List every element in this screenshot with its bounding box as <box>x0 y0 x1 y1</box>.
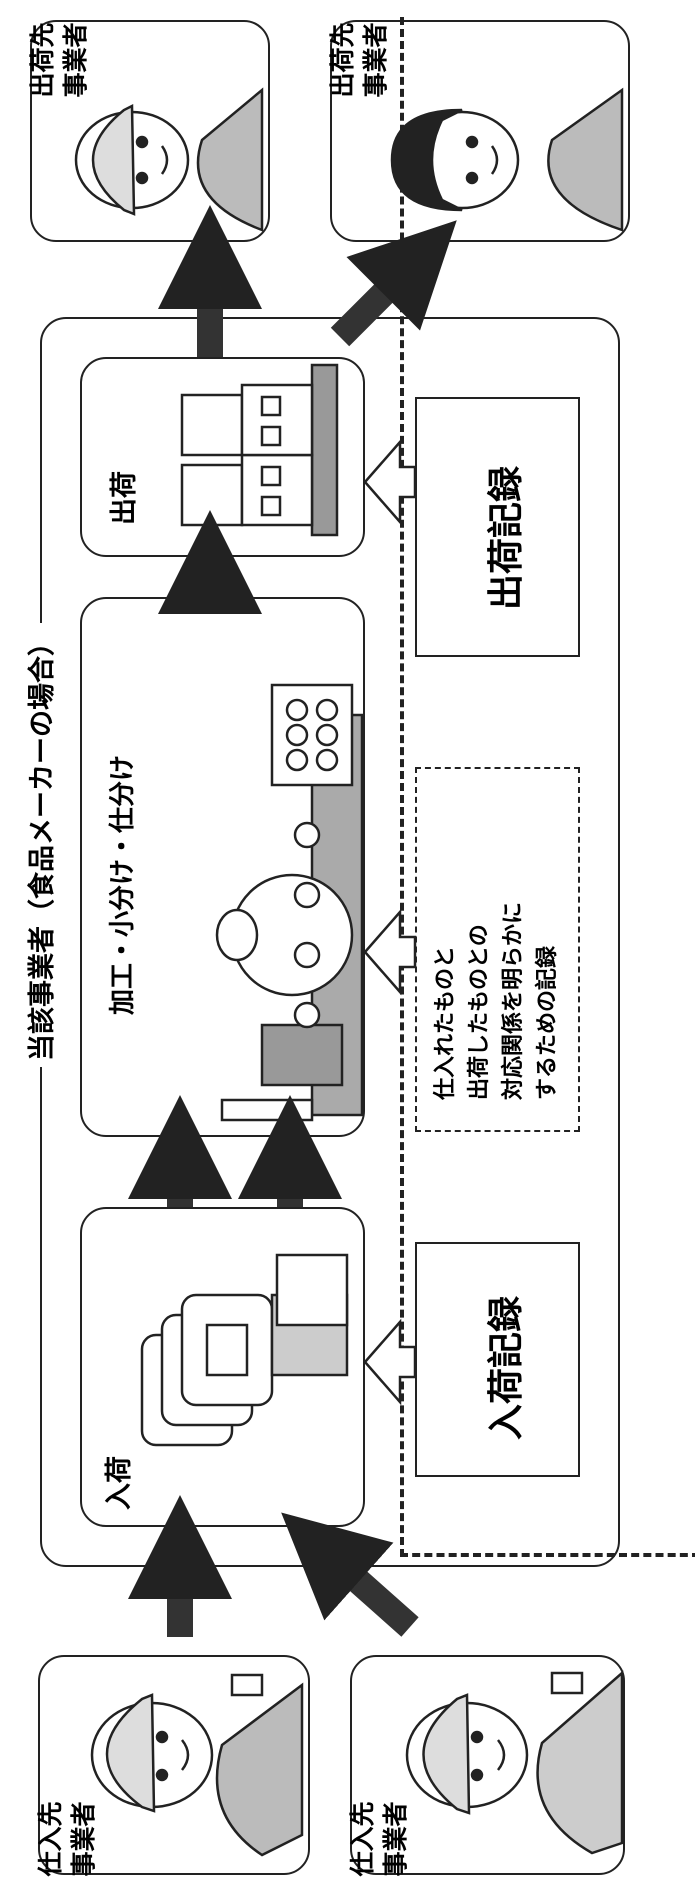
boxes-on-pallet-icon <box>180 363 339 537</box>
arrow-correspondence-record-to-stage <box>363 908 417 996</box>
supplier-box-2: 仕入先 事業者 <box>348 1655 625 1877</box>
processing-stage: 加工・小分け・仕分け <box>80 597 365 1137</box>
supplier-box-1: 仕入先 事業者 <box>36 1655 310 1877</box>
receiving-stage: 入荷 <box>80 1207 365 1527</box>
customer-person-icon <box>74 87 264 232</box>
customer-box-2: 出荷先 事業者 <box>328 20 630 242</box>
arrow-supplier2-to-receiving <box>281 1512 419 1637</box>
supplier-person-icon <box>90 1673 304 1857</box>
arrow-receiving-record-to-stage <box>363 1318 417 1406</box>
conveyor-line-icon <box>215 683 364 1122</box>
shipping-stage: 出荷 <box>80 357 365 557</box>
supplier-person-icon <box>405 1670 624 1855</box>
arrow-shipping-to-customer2 <box>330 220 457 347</box>
sacks-and-crates-icon <box>140 1253 349 1447</box>
customer-person-icon <box>390 87 624 232</box>
customer-box-1: 出荷先 事業者 <box>28 20 270 242</box>
arrow-shipping-record-to-stage <box>363 438 417 526</box>
